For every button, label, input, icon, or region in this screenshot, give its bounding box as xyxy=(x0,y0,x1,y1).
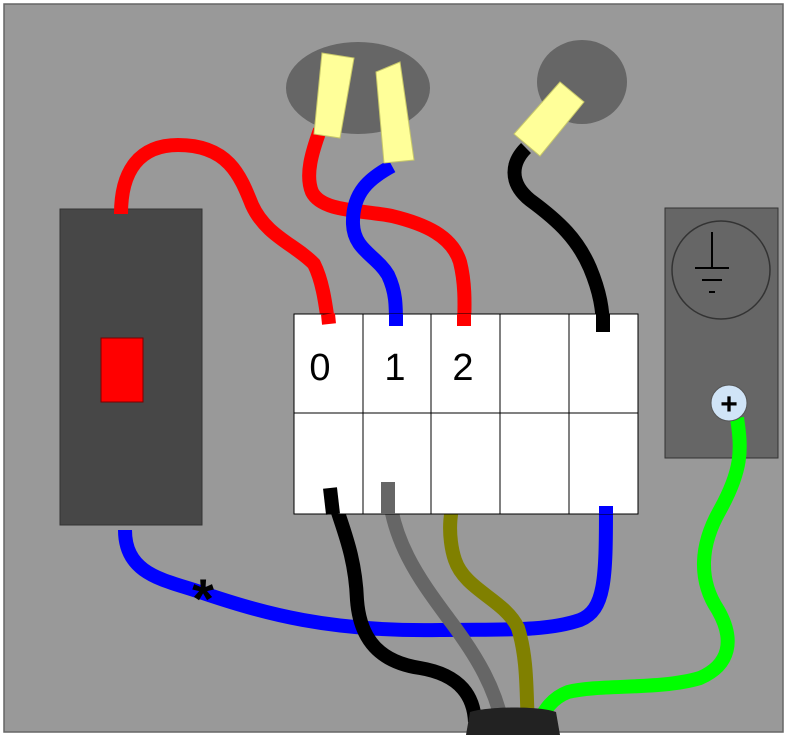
wire-cap-right xyxy=(513,81,585,157)
wire-caps xyxy=(313,52,585,164)
plus-label: + xyxy=(720,388,738,421)
ground-symbol-icon xyxy=(671,220,771,320)
wire-cap-left xyxy=(313,52,355,139)
wire-gray-1-to-cable xyxy=(381,481,509,724)
terminal-label-2: 2 xyxy=(452,347,473,389)
wire-cap-middle xyxy=(375,61,415,164)
terminal-block: 0 1 2 xyxy=(293,313,639,515)
plus-terminal-icon: + xyxy=(710,384,748,422)
wire-blue-switch-to-5 xyxy=(118,505,613,638)
wire-red-switch-to-0 xyxy=(114,138,335,323)
wire-green-ground-to-cable xyxy=(531,416,747,726)
terminal-label-1: 1 xyxy=(384,347,405,389)
switch-toggle[interactable] xyxy=(100,337,144,403)
stub-red-0 xyxy=(321,313,336,325)
cable-bundle xyxy=(466,707,560,735)
wire-olive-2-to-cable xyxy=(443,476,535,723)
asterisk-marker: * xyxy=(192,567,214,630)
wire-black-0-to-cable xyxy=(324,486,482,723)
terminal-wire-stubs xyxy=(321,313,613,515)
terminal-label-0: 0 xyxy=(309,347,330,389)
stub-black-0-bottom xyxy=(323,487,340,515)
wire-blue-cap-to-1 xyxy=(346,159,403,327)
wire-red-cap-to-2 xyxy=(302,127,472,325)
wire-black-cap-to-5 xyxy=(507,143,610,331)
